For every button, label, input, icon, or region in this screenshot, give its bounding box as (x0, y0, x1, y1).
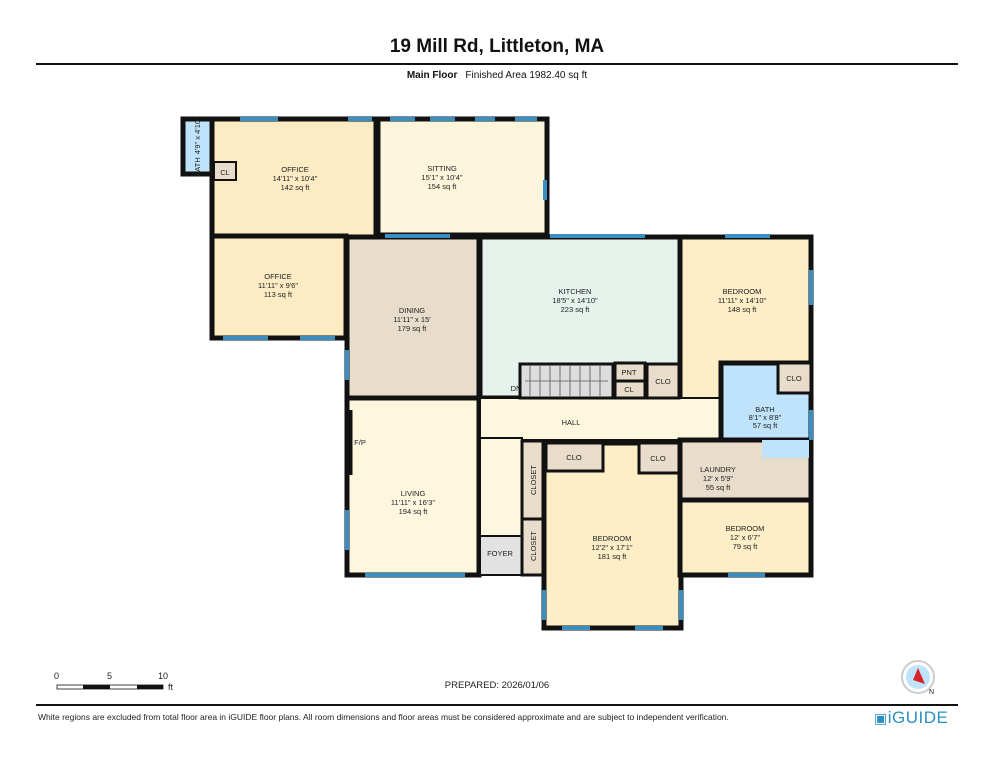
label-office-1-area: 142 sq ft (281, 183, 311, 192)
scale-tick-10: 10 (158, 671, 169, 681)
room-living (344, 395, 482, 578)
label-bedroom-1-dims: 11'11" x 14'10" (718, 296, 767, 305)
label-kitchen-name: KITCHEN (559, 287, 592, 296)
room-bedroom-3 (677, 497, 814, 578)
label-clo-1: CLO (566, 453, 582, 462)
prepared-date: PREPARED: 2026/01/06 (444, 680, 550, 691)
label-cl: CL (624, 385, 634, 394)
label-kitchen-dims: 18'5" x 14'10" (552, 296, 598, 305)
scale-unit: ft (168, 682, 174, 692)
label-office-1-dims: 14'11" x 10'4" (273, 174, 318, 183)
label-laundry-area: 55 sq ft (706, 483, 732, 492)
label-sitting-dims: 15'1" x 10'4" (421, 173, 462, 182)
scale-bar (56, 684, 164, 690)
label-bath-name: BATH (755, 405, 774, 414)
label-bedroom-2-dims: 12'2" x 17'1" (591, 543, 632, 552)
label-dn: DN (511, 384, 522, 393)
label-foyer: FOYER (487, 549, 513, 558)
room-dining (344, 234, 482, 401)
label-kitchen-area: 223 sq ft (561, 305, 591, 314)
room-clo-3 (645, 362, 681, 400)
header-divider (36, 63, 958, 65)
label-bedroom-3-name: BEDROOM (726, 524, 765, 533)
logo-icon: ▣ (874, 710, 888, 726)
floor-subtitle: Main Floor Finished Area 1982.40 sq ft (0, 70, 994, 81)
label-bath-dims: 8'1" x 8'8" (749, 413, 782, 422)
scale-tick-0: 0 (54, 671, 60, 681)
label-laundry-dims: 12' x 5'9" (703, 474, 733, 483)
label-hall: HALL (562, 418, 581, 427)
label-dining-name: DINING (399, 306, 425, 315)
label-closet-2: CLOSET (529, 531, 538, 561)
label-bedroom-1-name: BEDROOM (723, 287, 762, 296)
stair-treads (525, 366, 608, 396)
label-clo-4: CLO (786, 374, 802, 383)
label-living-name: LIVING (401, 489, 426, 498)
bath-extension (762, 440, 809, 458)
label-fp: F/P (354, 438, 366, 447)
compass-icon: N (901, 660, 935, 696)
label-bedroom-2-name: BEDROOM (593, 534, 632, 543)
label-living-area: 194 sq ft (399, 507, 429, 516)
label-clo-3: CLO (655, 377, 671, 386)
windows (223, 117, 813, 630)
compass-north-label: N (929, 689, 934, 696)
label-pnt: PNT (622, 368, 637, 377)
label-bedroom-3-area: 79 sq ft (733, 542, 759, 551)
room-hall (479, 397, 721, 441)
label-sitting-area: 154 sq ft (428, 182, 458, 191)
scale-tick-5: 5 (107, 671, 113, 681)
disclaimer: White regions are excluded from total fl… (38, 712, 729, 722)
footer-divider (36, 704, 958, 706)
room-clo-1 (544, 441, 605, 473)
label-cl-small: CL (220, 168, 230, 177)
label-closet-1: CLOSET (529, 465, 538, 495)
label-living-dims: 11'11" x 16'3" (391, 498, 436, 507)
label-clo-2: CLO (650, 454, 666, 463)
label-laundry-name: LAUNDRY (700, 465, 736, 474)
iguide-logo: ▣iGUIDE (874, 708, 949, 727)
label-bath-area: 57 sq ft (753, 421, 779, 430)
label-office-1-name: OFFICE (281, 165, 309, 174)
label-bath-small: BATH4'9" x 4'10" (193, 117, 202, 177)
room-cl (613, 379, 647, 400)
floor-name: Main Floor (406, 70, 458, 81)
room-clo-4 (776, 361, 813, 395)
label-office-2-area: 113 sq ft (264, 290, 293, 299)
label-office-2-dims: 11'11" x 9'6" (258, 281, 298, 290)
room-hall-strip (479, 437, 523, 539)
page-title: 19 Mill Rd, Littleton, MA (389, 36, 605, 57)
label-bedroom-3-dims: 12' x 6'7" (730, 533, 760, 542)
label-dining-area: 179 sq ft (398, 324, 428, 333)
room-foyer (479, 535, 523, 576)
label-office-2-name: OFFICE (264, 272, 292, 281)
label-bedroom-2-area: 181 sq ft (598, 552, 628, 561)
label-sitting-name: SITTING (427, 164, 457, 173)
label-dining-dims: 11'11" x 15' (393, 315, 431, 324)
finished-area: Finished Area 1982.40 sq ft (465, 70, 588, 81)
label-bedroom-1-area: 148 sq ft (728, 305, 758, 314)
room-cl-small (213, 161, 237, 181)
